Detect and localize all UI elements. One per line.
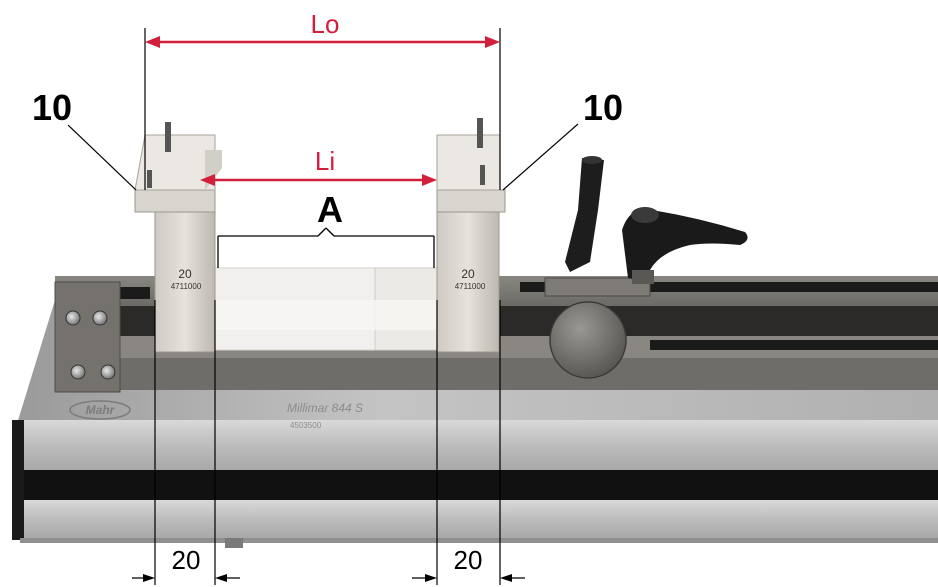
block-right-serial: 4711000	[455, 282, 486, 291]
dimension-li: Li	[200, 146, 437, 186]
dimension-lo: Lo	[145, 9, 500, 48]
dimension-a-label: A	[317, 189, 343, 230]
clamp-knob	[549, 301, 627, 379]
brand-logo: Mahr	[86, 403, 116, 417]
clamp-lever	[565, 156, 748, 284]
brand-marking: Mahr Millimar 844 S 4503500	[69, 400, 363, 430]
measuring-block-right: 20 4711000	[436, 118, 506, 353]
dimension-bottom-left-label: 20	[172, 545, 201, 575]
block-right-size: 20	[461, 267, 475, 281]
dimension-bottom-right-label: 20	[454, 545, 483, 575]
brand-code: 4503500	[290, 421, 322, 430]
dimension-lo-label: Lo	[311, 9, 340, 39]
dimension-bottom-right: 20	[412, 545, 525, 582]
dimension-bottom-left: 20	[132, 545, 240, 582]
callout-left-label: 10	[32, 87, 72, 128]
base-black-stripe	[12, 470, 938, 500]
dimension-li-label: Li	[315, 146, 335, 176]
block-left-size: 20	[178, 267, 192, 281]
dimension-a	[217, 227, 435, 268]
brand-model: Millimar 844 S	[287, 401, 363, 415]
extension-lines	[144, 28, 501, 585]
gauge-block-stack	[214, 267, 438, 351]
block-left-serial: 4711000	[171, 282, 202, 291]
callout-right: 10	[502, 87, 623, 191]
callout-right-label: 10	[583, 87, 623, 128]
callout-left: 10	[32, 87, 137, 191]
screw-set	[65, 310, 116, 380]
